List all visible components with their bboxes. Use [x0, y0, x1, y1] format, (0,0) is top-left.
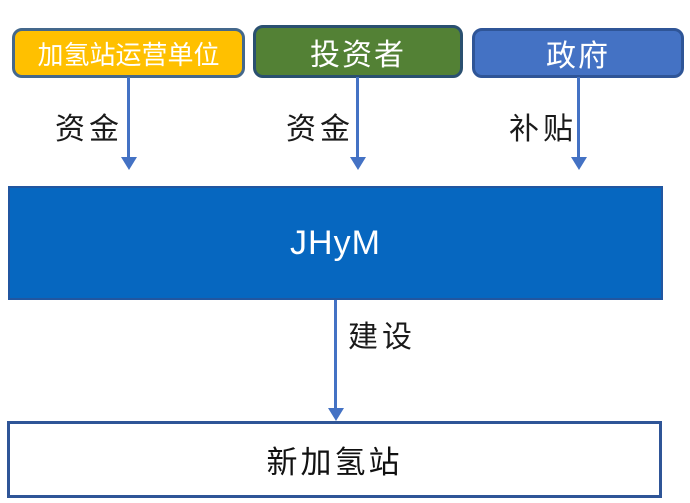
node-hydrogen-station-operator: 加氢站运营单位 — [12, 28, 245, 78]
node-government: 政府 — [472, 28, 684, 78]
arrowhead-down-icon — [350, 157, 366, 170]
arrow-line — [127, 77, 130, 157]
arrowhead-down-icon — [571, 157, 587, 170]
arrowhead-down-icon — [328, 408, 344, 421]
edge-label-funds-investor: 资金 — [286, 113, 354, 146]
node-new-hydrogen-station: 新加氢站 — [7, 421, 662, 498]
edge-label-construction: 建设 — [348, 321, 416, 354]
edge-label-funds-operator: 资金 — [55, 113, 123, 146]
node-jhym: JHyM — [8, 186, 663, 300]
arrow-line — [334, 300, 337, 408]
node-new-hydrogen-station-label: 新加氢站 — [266, 445, 403, 480]
arrow-line — [356, 77, 359, 157]
node-jhym-label: JHyM — [290, 223, 381, 262]
arrow-line — [577, 77, 580, 157]
node-investor: 投资者 — [253, 25, 463, 78]
arrowhead-down-icon — [121, 157, 137, 170]
edge-label-subsidy: 补贴 — [509, 113, 577, 146]
node-government-label: 政府 — [546, 40, 610, 73]
node-investor-label: 投资者 — [310, 38, 406, 72]
node-hydrogen-station-operator-label: 加氢站运营单位 — [37, 39, 220, 70]
